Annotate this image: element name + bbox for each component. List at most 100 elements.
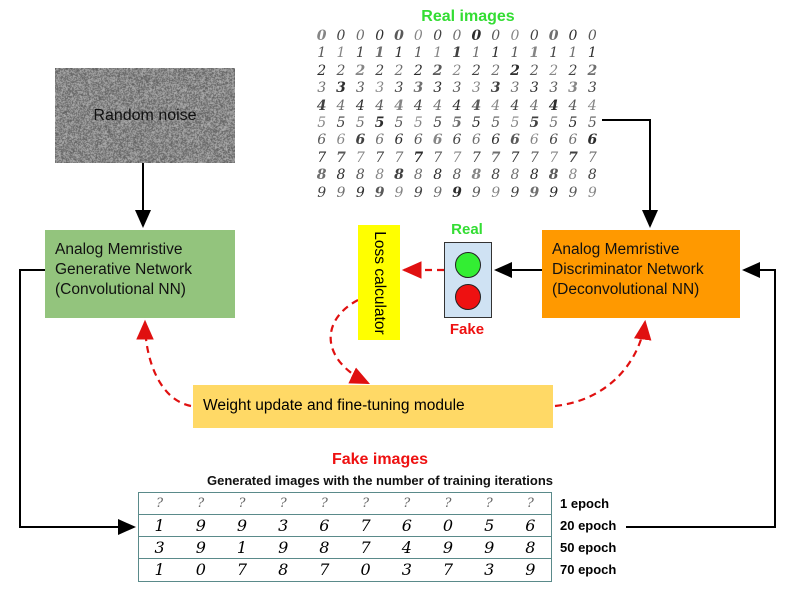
generator-line3: (Convolutional NN)	[55, 280, 235, 300]
real-digit: 4	[563, 98, 582, 115]
real-digit: 3	[544, 80, 563, 97]
real-digit: 6	[370, 132, 389, 149]
real-digit: 7	[389, 150, 408, 167]
real-digit: 6	[544, 132, 563, 149]
real-digit: 9	[331, 185, 350, 202]
fake-row: 1078703739	[139, 559, 551, 581]
weight-update-label: Weight update and fine-tuning module	[203, 397, 465, 414]
real-digit: 5	[370, 115, 389, 132]
fake-digit: 6	[386, 515, 427, 537]
real-digit: 0	[351, 28, 370, 45]
real-digit: 1	[563, 45, 582, 62]
real-digit: 6	[486, 132, 505, 149]
real-images-grid: 0000000000000001111111111111112222222222…	[312, 28, 602, 202]
real-digit: 2	[467, 63, 486, 80]
fake-digit: 6	[304, 515, 345, 537]
real-digit: 4	[486, 98, 505, 115]
real-digit: 4	[370, 98, 389, 115]
real-digit: 9	[467, 185, 486, 202]
fake-label: Fake	[450, 321, 484, 338]
epoch-label: 20 epoch	[560, 518, 616, 533]
loss-calculator-label: Loss calculator	[370, 231, 388, 334]
real-digit: 9	[389, 185, 408, 202]
weight-to-discriminator-arrow	[555, 322, 645, 406]
discriminator-line3: (Deconvolutional NN)	[552, 280, 740, 300]
real-digit: 7	[312, 150, 331, 167]
fake-digit: 7	[221, 559, 262, 581]
real-digit: 3	[428, 80, 447, 97]
fake-digit: 9	[427, 537, 468, 559]
random-noise-box: Random noise	[55, 68, 235, 163]
real-digit: 7	[583, 150, 602, 167]
real-digit: 2	[370, 63, 389, 80]
real-digit: 0	[409, 28, 428, 45]
epoch-label: 50 epoch	[560, 540, 616, 555]
real-digit: 2	[351, 63, 370, 80]
fake-digit: 3	[469, 559, 510, 581]
fake-lamp-icon	[455, 284, 481, 310]
fake-digit: 9	[510, 559, 551, 581]
fake-row: 3919874998	[139, 537, 551, 559]
real-digit: 9	[525, 185, 544, 202]
real-label: Real	[451, 221, 483, 238]
fake-images-subtitle: Generated images with the number of trai…	[207, 473, 553, 488]
real-digit: 9	[486, 185, 505, 202]
fake-digit: ?	[427, 493, 468, 515]
real-digit: 2	[563, 63, 582, 80]
real-digit: 0	[331, 28, 350, 45]
real-digit: 1	[486, 45, 505, 62]
real-digit: 3	[331, 80, 350, 97]
real-digit: 1	[389, 45, 408, 62]
fake-images-title: Fake images	[332, 451, 428, 469]
real-digit: 3	[583, 80, 602, 97]
real-digit: 6	[312, 132, 331, 149]
real-digit: 0	[544, 28, 563, 45]
fake-digit: 5	[469, 515, 510, 537]
real-digit: 2	[389, 63, 408, 80]
real-digit: 2	[331, 63, 350, 80]
real-digit: 5	[428, 115, 447, 132]
weight-update-module-box: Weight update and fine-tuning module	[193, 385, 553, 428]
fake-digit: ?	[304, 493, 345, 515]
real-digit: 8	[447, 167, 466, 184]
real-digit: 9	[312, 185, 331, 202]
real-digit: 6	[505, 132, 524, 149]
generator-line1: Analog Memristive	[55, 240, 235, 260]
real-digit: 1	[467, 45, 486, 62]
real-digit: 6	[428, 132, 447, 149]
fake-row: 1993676056	[139, 515, 551, 537]
real-digit: 8	[486, 167, 505, 184]
fake-digit: 1	[221, 537, 262, 559]
real-digit: 3	[389, 80, 408, 97]
discriminator-line1: Analog Memristive	[552, 240, 740, 260]
real-digit: 8	[467, 167, 486, 184]
real-digit: 5	[563, 115, 582, 132]
epoch-label: 70 epoch	[560, 562, 616, 577]
discriminator-network-box: Analog Memristive Discriminator Network …	[542, 230, 740, 318]
real-digit: 7	[563, 150, 582, 167]
real-digit: 0	[428, 28, 447, 45]
fake-digit: 7	[304, 559, 345, 581]
real-digit: 3	[447, 80, 466, 97]
real-digit: 0	[486, 28, 505, 45]
real-digit: 5	[486, 115, 505, 132]
fake-digit: ?	[263, 493, 304, 515]
real-digit: 5	[583, 115, 602, 132]
real-digit: 3	[409, 80, 428, 97]
fake-digit: 7	[345, 515, 386, 537]
real-digit: 4	[467, 98, 486, 115]
fake-digit: 8	[263, 559, 304, 581]
real-digit: 0	[505, 28, 524, 45]
real-digit: 0	[525, 28, 544, 45]
real-digit: 2	[505, 63, 524, 80]
real-digit: 1	[351, 45, 370, 62]
real-digit: 6	[563, 132, 582, 149]
real-digit: 7	[351, 150, 370, 167]
real-digit: 9	[351, 185, 370, 202]
weight-to-generator-arrow	[145, 322, 191, 406]
real-digit: 8	[505, 167, 524, 184]
fake-digit: 3	[386, 559, 427, 581]
fake-digit: 9	[180, 537, 221, 559]
real-digit: 8	[351, 167, 370, 184]
fake-digit: 1	[139, 559, 180, 581]
